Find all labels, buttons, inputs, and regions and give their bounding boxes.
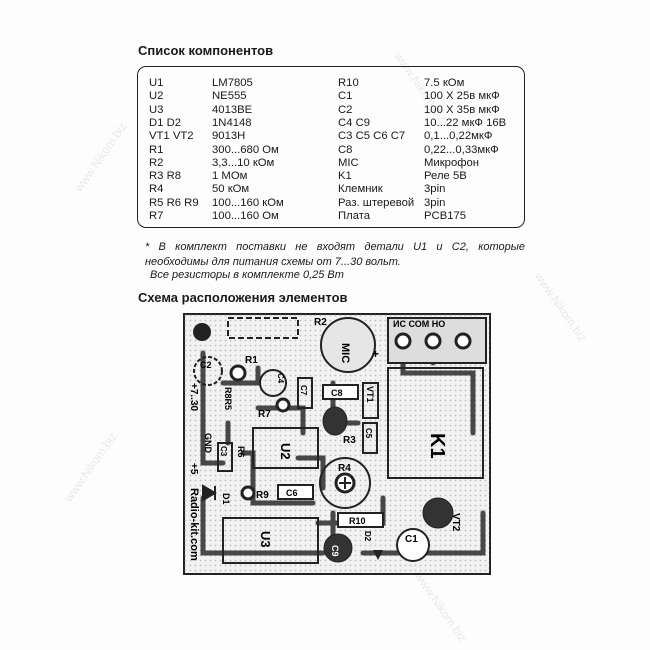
component-designator: U1 <box>149 77 164 89</box>
layout-title: Схема расположения элементов <box>138 290 348 305</box>
component-designator: R1 <box>149 143 164 156</box>
label-c4: C4 <box>276 373 285 384</box>
component-value: 1N4148 <box>212 116 252 129</box>
label-r2: R2 <box>314 317 327 328</box>
resistor-note: Все резисторы в комплекте 0,25 Вт <box>150 269 344 281</box>
pcb-layout-diagram: MIC + R2 ИС СОМ НО K1 C2 R1 C4 C7 C8 VT1… <box>183 313 491 575</box>
component-value: 1 МОм <box>212 170 248 183</box>
label-c6: C6 <box>286 488 298 498</box>
label-c8: C8 <box>331 388 343 398</box>
component-designator: R7 <box>149 210 164 222</box>
label-d1: D1 <box>221 493 231 505</box>
label-r8r5: R8R5 <box>223 387 233 410</box>
component-value: 3pin <box>424 183 446 196</box>
component-value: PCB175 <box>424 210 467 222</box>
components-title: Список компонентов <box>138 43 274 58</box>
label-mic: MIC <box>339 343 351 363</box>
component-designator: R2 <box>149 156 164 169</box>
label-r3: R3 <box>343 435 356 446</box>
component-designator: R3 R8 <box>149 170 182 183</box>
component-value: 9013H <box>212 130 246 143</box>
component-designator: K1 <box>338 170 352 183</box>
label-k1: K1 <box>426 433 448 459</box>
component-value: Микрофон <box>424 156 480 169</box>
label-site: Radio-kit.com <box>188 488 200 561</box>
component-designator: Клемник <box>338 183 383 196</box>
component-designator: R10 <box>338 77 359 89</box>
label-c2: C2 <box>200 360 212 370</box>
label-v5: +5 <box>188 463 199 475</box>
label-u3: U3 <box>258 531 273 548</box>
component-designator: C8 <box>338 143 353 156</box>
component-value: 100 X 35в мкФ <box>424 103 500 116</box>
label-plus: + <box>372 347 379 361</box>
component-value: 0,1...0,22мкФ <box>424 130 493 143</box>
component-designator: R5 R6 R9 <box>149 196 199 209</box>
supply-note: * В комплект поставки не входят детали U… <box>145 241 525 268</box>
label-r7: R7 <box>258 409 271 420</box>
label-c3: C3 <box>219 446 228 457</box>
label-r9: R9 <box>256 490 269 501</box>
component-value: 0,22...0,33мкФ <box>424 143 499 156</box>
label-c5: C5 <box>364 428 373 439</box>
watermark: www.Nikom.biz <box>71 119 130 195</box>
watermark: www.Nikom.biz <box>411 569 470 645</box>
component-value: 50 кОм <box>212 183 250 196</box>
label-v730: +7..30 <box>188 383 199 412</box>
component-value: NE555 <box>212 90 247 103</box>
component-designator: C2 <box>338 103 353 116</box>
component-designator: MIC <box>338 156 359 169</box>
label-r4: R4 <box>338 463 351 474</box>
label-u2: U2 <box>278 443 293 460</box>
label-gnd: GND <box>203 433 213 454</box>
component-value: 300...680 Ом <box>212 143 279 156</box>
component-value: 100...160 Ом <box>212 210 279 222</box>
component-designator: VT1 VT2 <box>149 130 194 143</box>
component-designator: C4 C9 <box>338 116 371 129</box>
component-value: 10...22 мкФ 16В <box>424 116 507 129</box>
watermark: www.Nikom.biz <box>61 429 120 505</box>
component-designator: Плата <box>338 210 371 222</box>
label-r1: R1 <box>245 355 258 366</box>
component-value: 4013BE <box>212 103 253 116</box>
component-designator: D1 D2 <box>149 116 182 129</box>
label-c7: C7 <box>299 385 308 396</box>
label-c9: C9 <box>330 545 340 557</box>
component-value: 100 X 25в мкФ <box>424 90 500 103</box>
component-designator: U2 <box>149 90 164 103</box>
component-designator: U3 <box>149 103 164 116</box>
label-vt2: VT2 <box>450 513 461 532</box>
label-vt1: VT1 <box>365 386 375 403</box>
component-value: 7.5 кОм <box>424 77 465 89</box>
label-r10: R10 <box>349 516 366 526</box>
component-value: Реле 5В <box>424 170 467 183</box>
component-designator: C1 <box>338 90 353 103</box>
watermark: www.Nikom.biz <box>531 269 590 345</box>
component-designator: Раз. штеревой <box>338 196 415 209</box>
label-terminals: ИС СОМ НО <box>393 319 445 329</box>
label-d2: D2 <box>363 531 372 542</box>
label-r6: R6 <box>236 446 246 458</box>
component-value: 3,3...10 кОм <box>212 156 275 169</box>
component-designator: C3 C5 C6 C7 <box>338 130 406 143</box>
component-value: 100...160 кОм <box>212 196 284 209</box>
component-value: LM7805 <box>212 77 253 89</box>
component-designator: R4 <box>149 183 164 196</box>
component-value: 3pin <box>424 196 446 209</box>
label-c1: C1 <box>405 534 418 545</box>
